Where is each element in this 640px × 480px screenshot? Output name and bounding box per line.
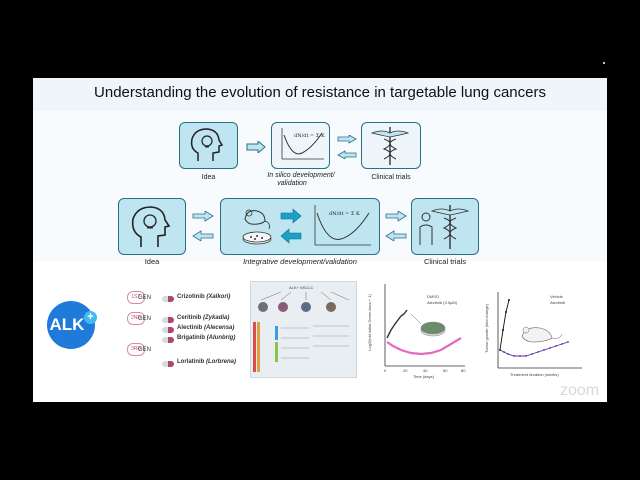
alk-logo-text: ALK (49, 315, 85, 334)
gen-badge-3: 3RD (127, 343, 145, 356)
resistance-mechanisms-figure: ALK+ NSCLC (250, 281, 357, 378)
pill-icon (162, 337, 174, 343)
drug-lorlatinib: Lorlatinib (Lorbrena) (177, 359, 237, 365)
x-tick: 60 (443, 368, 448, 373)
plot-right: Vehicle Alectinib Treatment duration (we… (483, 290, 586, 382)
bottom-idea-label: Idea (144, 257, 160, 266)
drug-brigatinib: Brigatinib (Alunbrig) (177, 335, 236, 341)
bottom-clinical-box (411, 198, 479, 255)
top-clinical-label: Clinical trials (371, 174, 411, 181)
legend-vehicle: Vehicle (550, 294, 563, 299)
top-idea-label: Idea (201, 174, 216, 181)
pill-icon (162, 296, 174, 302)
slide: Understanding the evolution of resistanc… (33, 78, 607, 402)
bottom-clinical-label: Clinical trials (423, 257, 467, 266)
top-insilico-box: dN/dt = Σ K (271, 122, 330, 169)
series-dmso (386, 309, 408, 339)
petri-dish-icon (242, 231, 272, 245)
pill-icon (162, 317, 174, 323)
lightbulb-head-icon (190, 128, 224, 161)
x-tick: 20 (403, 368, 408, 373)
mouse-icon (521, 326, 563, 343)
series-alectinib (386, 337, 462, 356)
top-idea-box (179, 122, 238, 169)
top-clinical-box (361, 122, 421, 169)
arrow-left-icon (280, 228, 302, 244)
figure-title: ALK+ NSCLC (289, 285, 314, 290)
integrative-icons: dN/dt = Σ K (242, 205, 371, 246)
gen-badge-2: 2ND (127, 312, 145, 325)
integrative-box: dN/dt = Σ K (220, 198, 380, 255)
y-axis-label: Tumor growth (fold change) (483, 304, 489, 353)
figure-graphics (253, 291, 350, 372)
alk-logo: ALK + (47, 301, 97, 349)
x-tick: 40 (423, 368, 428, 373)
legend-alectinib: Alectinib (0.5μM) (427, 300, 458, 305)
drug-alectinib: Alectinib (Alecensa) (177, 325, 235, 331)
lightbulb-head-icon (131, 206, 171, 247)
x-axis-label: Treatment duration (weeks) (510, 372, 559, 377)
zoom-watermark: zoom (560, 382, 600, 399)
arrow-right-icon (280, 208, 302, 224)
gen-badge-1: 1ST (127, 291, 145, 304)
gen-label-1: GEN (138, 295, 152, 301)
double-arrow-icon (385, 211, 407, 241)
mouse-icon (244, 209, 270, 230)
caduceus-person-icon (419, 205, 470, 249)
pill-icon (162, 361, 174, 367)
drug-ceritinib: Ceritinib (Zykadia) (177, 315, 230, 321)
svg-text:dN/dt = Σ K: dN/dt = Σ K (294, 133, 325, 139)
slide-title: Understanding the evolution of resistanc… (94, 84, 546, 101)
equation-plot-icon: dN/dt = Σ K (314, 205, 371, 246)
plot-left: DMSO Alectinib (0.5μM) 0 20 40 60 80 Tim… (367, 280, 471, 380)
x-tick: 80 (461, 368, 466, 373)
equation-plot-icon: dN/dt = Σ K (281, 128, 325, 160)
top-dot (603, 62, 605, 64)
integrative-label: Integrative development/validation (243, 257, 357, 266)
svg-text:dN/dt = Σ K: dN/dt = Σ K (329, 211, 360, 217)
alk-plus-badge: + (84, 311, 97, 324)
caduceus-icon (370, 127, 410, 165)
bottom-idea-box (118, 198, 186, 255)
top-insilico-label-1: In silico development/ (267, 172, 335, 179)
x-tick: 0 (384, 368, 387, 373)
top-insilico-label-2: validation (277, 180, 307, 187)
petri-dish-icon (420, 321, 446, 337)
double-arrow-icon (192, 211, 214, 241)
x-axis-label: Time (days) (413, 374, 434, 379)
y-axis-label: Log2(fold initial Green Area + 1) (366, 294, 372, 351)
gen-label-3: GEN (138, 347, 152, 353)
pill-icon (162, 327, 174, 333)
arrow-right-icon (246, 141, 266, 153)
legend-dmso: DMSO (427, 294, 439, 299)
plot-right-svg (497, 292, 582, 369)
double-arrow-icon (337, 135, 357, 159)
gen-label-2: GEN (138, 316, 152, 322)
drug-crizotinib: Crizotinib (Xalkori) (177, 294, 231, 300)
plot-left-svg (384, 284, 465, 367)
legend-alectinib: Alectinib (550, 300, 566, 305)
title-band: Understanding the evolution of resistanc… (33, 78, 607, 111)
series-alectinib (499, 341, 569, 357)
series-vehicle (499, 299, 510, 351)
